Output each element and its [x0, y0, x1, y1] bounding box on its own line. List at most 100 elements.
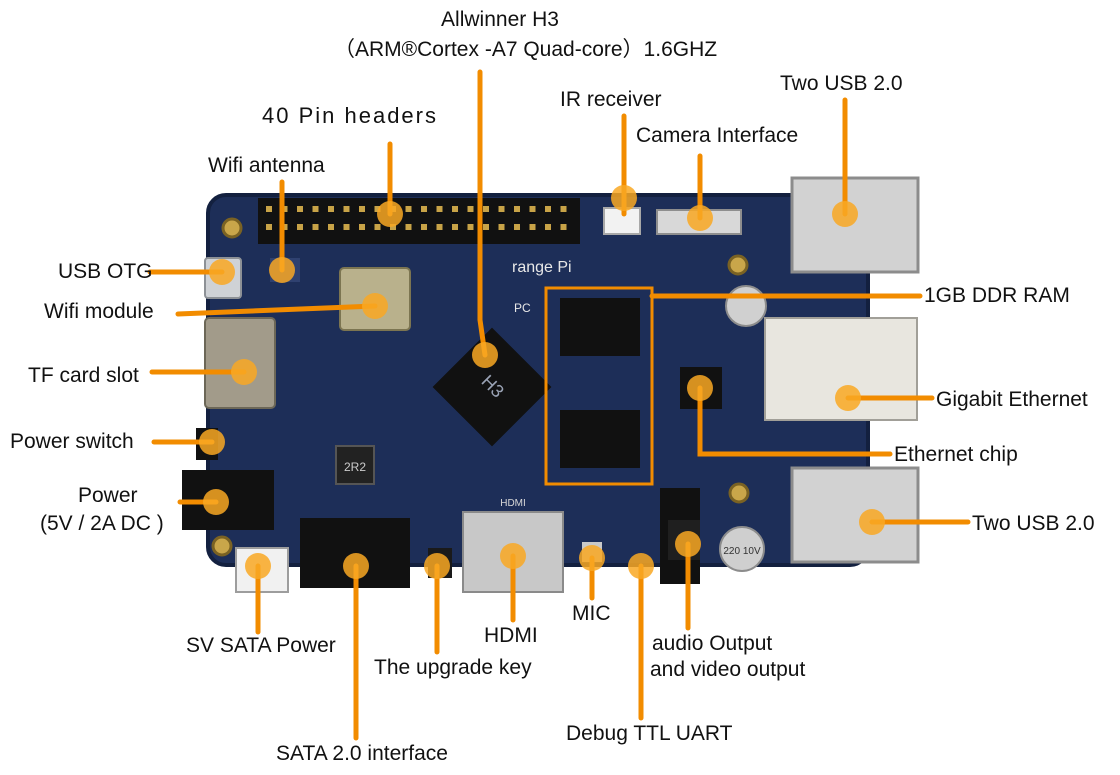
header-pin [359, 206, 365, 212]
ram-highlight-box [544, 286, 654, 486]
header-pin [405, 224, 412, 230]
header-pin [514, 224, 520, 230]
mount-hole-tr [727, 254, 749, 276]
callout-dot [472, 342, 498, 368]
ram-chip-bottom [560, 410, 640, 468]
label-wifi-module: Wifi module [44, 300, 154, 323]
callout-dot [628, 553, 654, 579]
header-pin [312, 224, 319, 230]
callout-dot [424, 553, 450, 579]
header-pin [452, 224, 458, 230]
label-ir-receiver: IR receiver [560, 88, 662, 111]
header-pin [266, 206, 272, 212]
header-pin [421, 206, 427, 212]
capacitor-bottom [719, 526, 765, 572]
label-pin-headers: 40 Pin headers [262, 103, 438, 128]
label-ram: 1GB DDR RAM [924, 284, 1070, 307]
label-usb-otg: USB OTG [58, 260, 153, 283]
header-pin [328, 224, 334, 230]
header-pin [483, 206, 489, 212]
callout-dot [835, 385, 861, 411]
header-pin [514, 206, 520, 212]
inductor [335, 445, 375, 485]
header-pin [405, 206, 412, 212]
label-debug-uart: Debug TTL UART [566, 722, 733, 745]
header-pin [421, 224, 427, 230]
pin-header [258, 198, 580, 244]
soc-subtitle: （ARM®Cortex -A7 Quad-core）1.6GHZ [334, 38, 718, 61]
usb-top-port [790, 176, 920, 274]
header-pin [452, 206, 458, 212]
leader-ethernet-chip [697, 385, 893, 457]
callout-dot [209, 259, 235, 285]
header-pin [312, 206, 319, 212]
label-camera-interface: Camera Interface [636, 124, 799, 147]
inductor-mark: 2R2 [344, 460, 366, 474]
header-pin [343, 206, 350, 212]
callout-dot [675, 531, 701, 557]
usb-bottom-port [790, 466, 920, 564]
header-pin [483, 224, 489, 230]
mount-hole-bl [211, 535, 233, 557]
header-pin [266, 224, 272, 230]
header-pin [359, 224, 365, 230]
header-pin [297, 224, 303, 230]
callout-dot [687, 205, 713, 231]
callout-dot [343, 553, 369, 579]
label-audio-video-1: audio Output [652, 632, 773, 655]
label-usb-bottom: Two USB 2.0 [972, 512, 1095, 535]
header-pin [436, 206, 443, 212]
callout-dot [377, 201, 403, 227]
label-power: Power [78, 484, 138, 507]
mount-hole-tl [221, 217, 243, 239]
callout-dot [199, 429, 225, 455]
soc-chip: H3 [432, 327, 552, 447]
callout-dot [859, 509, 885, 535]
header-pin [560, 206, 567, 212]
label-upgrade-key: The upgrade key [374, 656, 532, 679]
header-pin [529, 224, 536, 230]
label-sata-power: SV SATA Power [186, 634, 336, 657]
capacitor-top [725, 285, 767, 327]
leader-wifi-module [175, 303, 378, 317]
label-tf-card: TF card slot [28, 364, 139, 387]
callout-dot [362, 293, 388, 319]
header-pin [467, 206, 474, 212]
label-hdmi: HDMI [484, 624, 538, 647]
label-sata-interface: SATA 2.0 interface [276, 742, 448, 765]
header-pin [498, 206, 505, 212]
label-usb-top: Two USB 2.0 [780, 72, 903, 95]
header-pin [498, 224, 505, 230]
header-pin [328, 206, 334, 212]
header-pin [343, 224, 350, 230]
label-ethernet-chip: Ethernet chip [894, 443, 1018, 466]
header-pin [545, 206, 551, 212]
header-pin [529, 206, 536, 212]
header-pin [374, 206, 381, 212]
callout-dot [500, 543, 526, 569]
label-gigabit-ethernet: Gigabit Ethernet [936, 388, 1088, 411]
callout-dot [245, 553, 271, 579]
brand-mark: range Pi [512, 259, 572, 276]
label-power-switch: Power switch [10, 430, 134, 453]
mount-hole-br [728, 482, 750, 504]
callout-dot [579, 545, 605, 571]
callout-dot [231, 359, 257, 385]
header-pin [374, 224, 381, 230]
header-pin [436, 224, 443, 230]
label-mic: MIC [572, 602, 611, 625]
hdmi-mark: HDMI [500, 498, 526, 509]
callout-dot [203, 489, 229, 515]
soc-title: Allwinner H3 [441, 8, 559, 31]
callout-dot [687, 375, 713, 401]
header-pin [467, 224, 474, 230]
label-power-sub: (5V / 2A DC ) [40, 512, 164, 535]
ir-receiver [603, 207, 641, 235]
cap-mark: 220 10V [723, 546, 761, 557]
label-wifi-antenna: Wifi antenna [208, 154, 325, 177]
ram-chip-top [560, 298, 640, 356]
label-audio-video-2: and video output [650, 658, 806, 681]
header-pin [560, 224, 567, 230]
